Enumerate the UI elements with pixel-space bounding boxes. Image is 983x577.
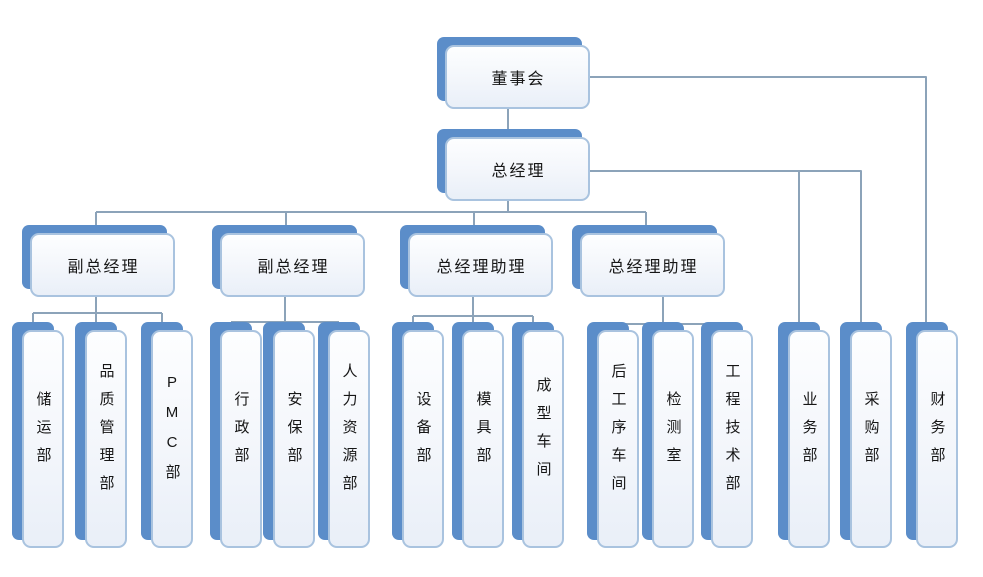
node-face: 总经理: [445, 137, 590, 201]
node-face: PMC部: [151, 330, 193, 548]
node-admin-dept: 行政部: [210, 322, 262, 548]
node-deputy-gm-2-label: 副总经理: [257, 259, 330, 276]
connector-gm-purchasing: [590, 170, 862, 334]
node-engineering-dept: 工程技术部: [701, 322, 753, 548]
node-security-dept: 安保部: [263, 322, 315, 548]
node-equipment-dept-label: 设备部: [414, 390, 432, 475]
node-face: 采购部: [850, 330, 892, 548]
node-molding-workshop-label: 成型车间: [534, 376, 552, 489]
node-storage-dept-label: 储运部: [34, 390, 52, 475]
node-deputy-gm-2: 副总经理: [212, 225, 365, 297]
node-hr-dept: 人力资源部: [318, 322, 370, 548]
node-face: 人力资源部: [328, 330, 370, 548]
node-face: 模具部: [462, 330, 504, 548]
node-face: 行政部: [220, 330, 262, 548]
node-security-dept-label: 安保部: [285, 390, 303, 475]
node-purchasing-dept: 采购部: [840, 322, 892, 548]
node-mold-dept: 模具部: [452, 322, 504, 548]
node-storage-dept: 储运部: [12, 322, 64, 548]
node-quality-dept-label: 品质管理部: [97, 362, 115, 503]
connector-board-finance: [590, 76, 927, 334]
node-finance-dept: 财务部: [906, 322, 958, 548]
node-finance-dept-label: 财务部: [928, 390, 946, 475]
node-general-manager-label: 总经理: [491, 163, 546, 180]
node-gm-assistant-1-label: 总经理助理: [436, 259, 527, 276]
node-gm-assistant-2: 总经理助理: [572, 225, 725, 297]
node-inspection-room: 检测室: [642, 322, 694, 548]
node-inspection-room-label: 检测室: [664, 390, 682, 475]
node-business-dept-label: 业务部: [800, 390, 818, 475]
node-pmc-dept-label: PMC部: [163, 373, 181, 492]
node-face: 副总经理: [30, 233, 175, 297]
node-gm-assistant-1: 总经理助理: [400, 225, 553, 297]
node-face: 品质管理部: [85, 330, 127, 548]
node-admin-dept-label: 行政部: [232, 390, 250, 475]
node-face: 董事会: [445, 45, 590, 109]
node-equipment-dept: 设备部: [392, 322, 444, 548]
node-business-dept: 业务部: [778, 322, 830, 548]
node-face: 财务部: [916, 330, 958, 548]
connector-gm-children: [95, 193, 647, 237]
node-face: 副总经理: [220, 233, 365, 297]
node-post-process-workshop: 后工序车间: [587, 322, 639, 548]
node-face: 成型车间: [522, 330, 564, 548]
node-deputy-gm-1-label: 副总经理: [67, 259, 140, 276]
node-face: 后工序车间: [597, 330, 639, 548]
node-molding-workshop: 成型车间: [512, 322, 564, 548]
node-board: 董事会: [437, 37, 590, 109]
node-mold-dept-label: 模具部: [474, 390, 492, 475]
node-post-process-workshop-label: 后工序车间: [609, 362, 627, 503]
node-face: 总经理助理: [580, 233, 725, 297]
node-face: 设备部: [402, 330, 444, 548]
node-face: 安保部: [273, 330, 315, 548]
node-hr-dept-label: 人力资源部: [340, 362, 358, 503]
node-face: 工程技术部: [711, 330, 753, 548]
node-gm-assistant-2-label: 总经理助理: [608, 259, 699, 276]
node-face: 储运部: [22, 330, 64, 548]
node-general-manager: 总经理: [437, 129, 590, 201]
node-purchasing-dept-label: 采购部: [862, 390, 880, 475]
node-face: 检测室: [652, 330, 694, 548]
node-engineering-dept-label: 工程技术部: [723, 362, 741, 503]
node-board-label: 董事会: [491, 71, 546, 88]
node-face: 业务部: [788, 330, 830, 548]
node-face: 总经理助理: [408, 233, 553, 297]
node-quality-dept: 品质管理部: [75, 322, 127, 548]
node-pmc-dept: PMC部: [141, 322, 193, 548]
node-deputy-gm-1: 副总经理: [22, 225, 175, 297]
